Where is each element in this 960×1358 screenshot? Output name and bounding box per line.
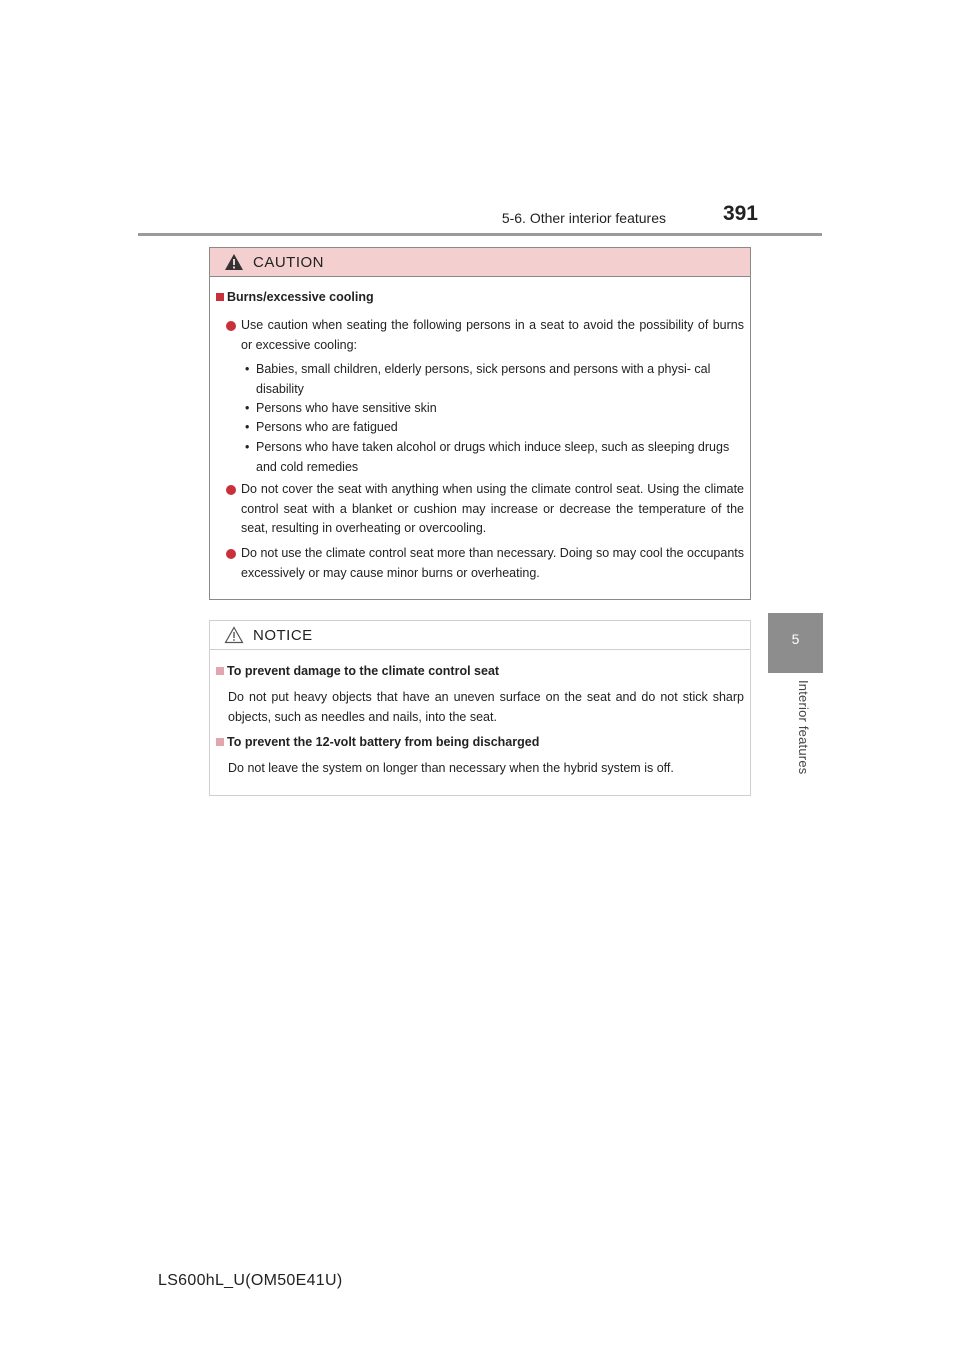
sub-item: •Persons who have taken alcohol or drugs…: [245, 440, 730, 474]
notice-header: NOTICE: [210, 621, 750, 650]
chapter-number: 5: [791, 631, 800, 647]
caution-title: CAUTION: [253, 254, 324, 271]
chapter-tab: 5: [768, 613, 823, 673]
sub-item: •Persons who have sensitive skin: [245, 401, 437, 415]
page-header: 5-6. Other interior features 391: [138, 200, 822, 236]
notice-text-2: Do not leave the system on longer than n…: [228, 761, 674, 775]
bullet-dot-icon: [226, 485, 236, 495]
square-bullet-icon: [216, 293, 224, 301]
sub-item: •Persons who are fatigued: [245, 420, 398, 434]
notice-box: NOTICE To prevent damage to the climate …: [209, 620, 751, 796]
caution-item-1: Use caution when seating the following p…: [241, 318, 744, 352]
model-code: LS600hL_U(OM50E41U): [158, 1272, 343, 1289]
notice-heading-1: To prevent damage to the climate control…: [216, 664, 499, 678]
header-divider: [138, 233, 822, 236]
caution-item-2: Do not cover the seat with anything when…: [241, 482, 744, 535]
chapter-title: Interior features: [796, 680, 811, 775]
section-title: 5-6. Other interior features: [501, 210, 666, 226]
warning-icon: [225, 254, 243, 270]
page-number: 391: [722, 202, 758, 225]
notice-heading-2: To prevent the 12-volt battery from bein…: [216, 735, 539, 749]
caution-header: CAUTION: [210, 248, 750, 277]
notice-text-1: Do not put heavy objects that have an un…: [228, 690, 744, 724]
sub-item: •Babies, small children, elderly persons…: [245, 362, 711, 396]
caution-heading: Burns/excessive cooling: [216, 290, 374, 304]
bullet-dot-icon: [226, 321, 236, 331]
notice-title: NOTICE: [253, 627, 313, 644]
square-bullet-icon: [216, 667, 224, 675]
caution-box: CAUTION Burns/excessive cooling Use caut…: [209, 247, 751, 600]
warning-outline-icon: [224, 626, 244, 644]
caution-item-3: Do not use the climate control seat more…: [241, 546, 744, 580]
bullet-dot-icon: [226, 549, 236, 559]
square-bullet-icon: [216, 738, 224, 746]
